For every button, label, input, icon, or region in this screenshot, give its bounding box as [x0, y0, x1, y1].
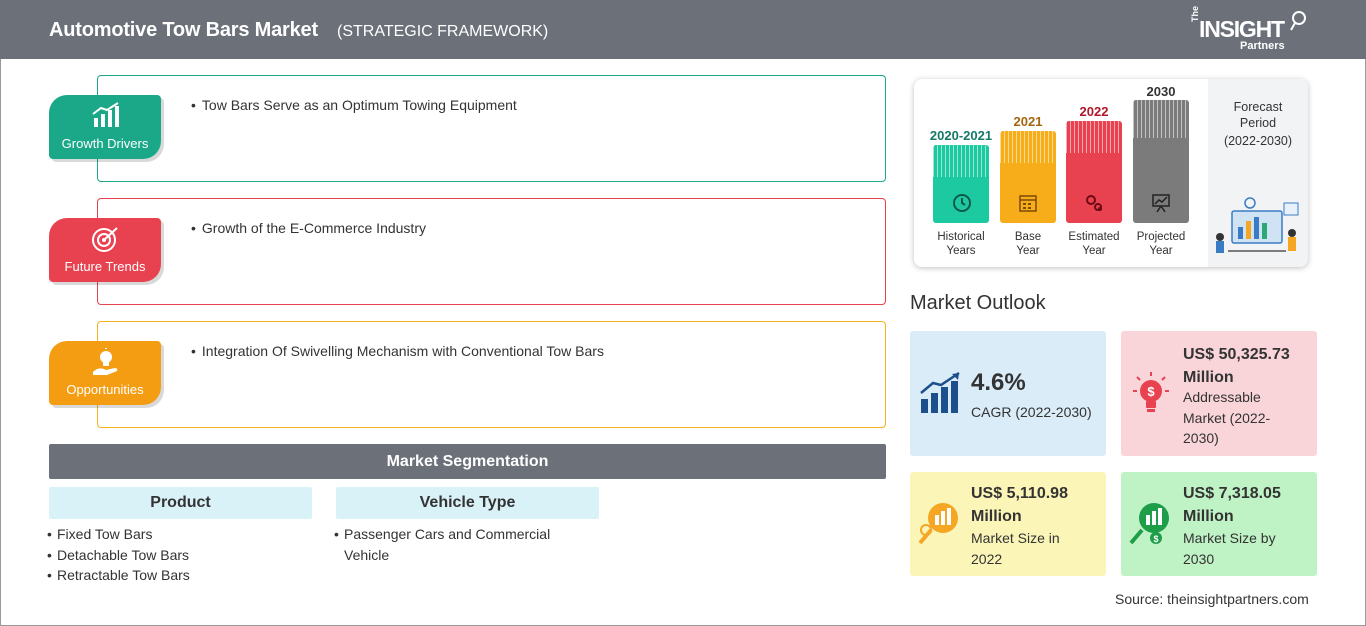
cagr-box: 4.6% CAGR (2022-2030) — [910, 331, 1106, 456]
projected-year-caption: Projected Year — [1136, 231, 1186, 257]
history-icon — [953, 194, 971, 212]
magnifier-dollar-chart-icon: $ — [1129, 503, 1169, 545]
projected-year-label: 2030 — [1146, 84, 1176, 99]
source-citation: Source: theinsightpartners.com — [1115, 591, 1309, 607]
market-size-2030-box: $ US$ 7,318.05 Million Market Size by 20… — [1121, 472, 1317, 576]
market-size-2022-box: US$ 5,110.98 Million Market Size in 2022 — [910, 472, 1106, 576]
growth-drivers-badge: Growth Drivers — [49, 95, 161, 159]
historical-year-label: 2020-2021 — [929, 128, 993, 143]
estimated-year-caption: Estimated Year — [1068, 231, 1120, 257]
forecast-period-label: Forecast Period (2022-2030) — [1223, 100, 1293, 148]
list-item: Retractable Tow Bars — [47, 565, 190, 586]
estimated-year-column: 2022 Estimated Year — [1066, 79, 1122, 267]
historical-caption: Historical Years — [937, 231, 985, 257]
logo-magnifier-icon — [1290, 11, 1306, 31]
calendar-icon — [1019, 195, 1037, 212]
estimated-year-label: 2022 — [1079, 104, 1109, 119]
market-segmentation-heading: Market Segmentation — [49, 444, 886, 479]
projected-year-bar — [1133, 100, 1189, 223]
page-title: Automotive Tow Bars Market — [49, 19, 318, 41]
analytics-team-illustration-icon — [1216, 197, 1299, 253]
list-item: Detachable Tow Bars — [47, 545, 190, 566]
future-trends-badge: Future Trends — [49, 218, 161, 282]
opportunity-point: Integration Of Swivelling Mechanism with… — [191, 343, 604, 359]
historical-years-column: 2020-2021 Historical Years — [930, 79, 992, 267]
presentation-icon — [1152, 194, 1170, 213]
list-item: Passenger Cars and Commercial Vehicle — [334, 524, 574, 565]
addressable-value: US$ 50,325.73 Million — [1183, 346, 1290, 386]
opportunities-badge: Opportunities — [49, 341, 161, 405]
growth-drivers-card: Tow Bars Serve as an Optimum Towing Equi… — [97, 75, 886, 182]
vehicle-type-segment-list: Passenger Cars and Commercial Vehicle — [334, 524, 574, 565]
segment-product-heading: Product — [49, 487, 312, 519]
market-size-2022-label: Market Size in 2022 — [971, 530, 1060, 567]
timeline-panel: 2020-2021 Historical Years 2021 Base Yea… — [914, 79, 1308, 267]
base-year-label: 2021 — [1013, 114, 1043, 129]
product-segment-list: Fixed Tow Bars Detachable Tow Bars Retra… — [47, 524, 190, 586]
base-year-caption: Base Year — [1014, 231, 1042, 257]
gears-icon — [1086, 195, 1102, 211]
cagr-value: 4.6% — [971, 369, 1026, 396]
bar-chart-growth-icon — [920, 371, 960, 413]
future-trends-card: Growth of the E-Commerce Industry — [97, 198, 886, 305]
lightbulb-hand-icon — [93, 348, 118, 375]
idea-dollar-icon: $ — [1133, 372, 1169, 412]
insight-partners-logo: The INSIGHT Partners — [1190, 6, 1310, 54]
base-year-column: 2021 Base Year — [1000, 79, 1056, 267]
segment-vehicle-type-heading: Vehicle Type — [336, 487, 599, 519]
future-trends-label: Future Trends — [64, 259, 146, 274]
opportunities-card: Integration Of Swivelling Mechanism with… — [97, 321, 886, 428]
svg-text:$: $ — [1153, 534, 1158, 544]
cagr-label: CAGR (2022-2030) — [971, 404, 1092, 420]
list-item: Fixed Tow Bars — [47, 524, 190, 545]
addressable-label: Addressable Market (2022- 2030) — [1183, 389, 1271, 446]
market-size-2030-label: Market Size by 2030 — [1183, 530, 1276, 567]
market-size-2030-value: US$ 7,318.05 Million — [1183, 485, 1281, 525]
magnifier-chart-icon — [918, 503, 958, 545]
estimated-year-bar — [1066, 121, 1122, 223]
market-size-2022-value: US$ 5,110.98 Million — [971, 485, 1068, 525]
svg-text:$: $ — [1147, 384, 1155, 399]
target-icon — [92, 227, 118, 252]
growth-drivers-label: Growth Drivers — [61, 136, 149, 151]
page-subtitle: (STRATEGIC FRAMEWORK) — [337, 23, 549, 40]
projected-year-column: 2030 Projected Year — [1133, 79, 1189, 267]
addressable-market-box: $ US$ 50,325.73 Million Addressable Mark… — [1121, 331, 1317, 456]
growth-driver-point: Tow Bars Serve as an Optimum Towing Equi… — [191, 97, 517, 113]
market-outlook-title: Market Outlook — [910, 292, 1046, 314]
chart-growth-icon — [92, 102, 119, 127]
header-bar: Automotive Tow Bars Market (STRATEGIC FR… — [0, 0, 1366, 59]
opportunities-label: Opportunities — [66, 382, 144, 397]
future-trend-point: Growth of the E-Commerce Industry — [191, 220, 426, 236]
